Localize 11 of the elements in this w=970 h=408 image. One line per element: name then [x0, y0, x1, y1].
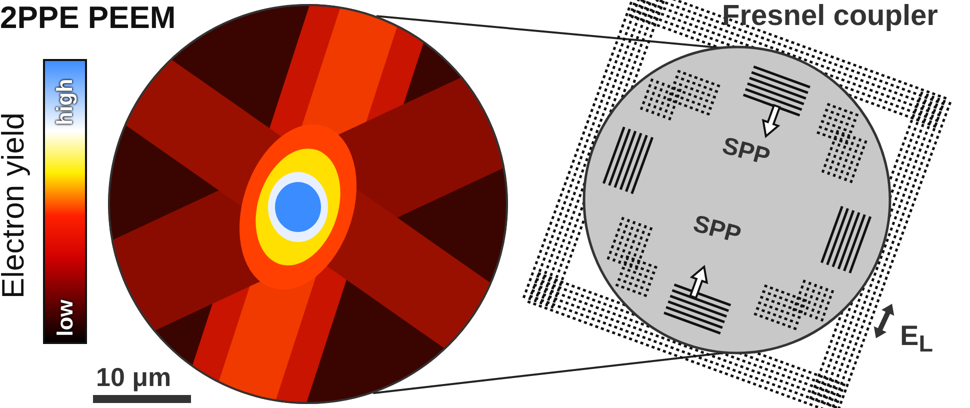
connector-line — [373, 352, 726, 394]
wave-label: SPP — [690, 212, 744, 248]
field-label: E$_{L}$ — [900, 322, 933, 356]
panel-title: Fresnel coupler — [722, 2, 938, 31]
scale-label: 10 μm — [96, 364, 172, 390]
scale-label: high — [54, 78, 76, 126]
panel-title: 2PPE PEEM — [0, 2, 176, 33]
wave-label: SPP — [720, 134, 772, 170]
axis-label: Electron yield — [0, 112, 29, 298]
scale-label: low — [54, 300, 76, 336]
connector-line — [376, 15, 722, 49]
